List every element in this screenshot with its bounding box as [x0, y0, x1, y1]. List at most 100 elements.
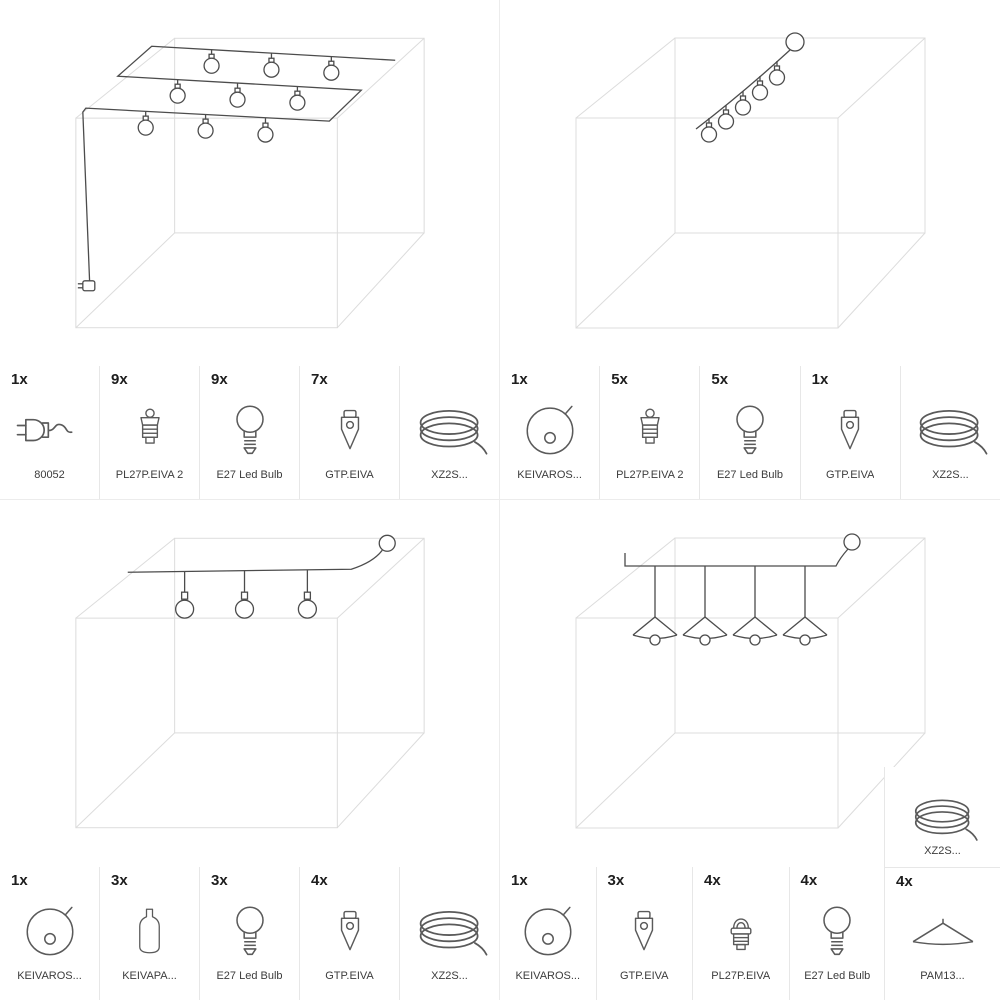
lamp-holder-icon: [132, 391, 168, 469]
part-label: KEIVAPA...: [122, 970, 177, 982]
part-label: E27 Led Bulb: [216, 970, 283, 982]
part-item: 4x PAM13...: [885, 867, 1000, 1000]
bulbs: [174, 591, 318, 619]
handle-holder-icon: [723, 892, 759, 970]
part-item: 1x KEIVAROS...: [500, 867, 596, 1000]
part-label: PL27P.EIVA 2: [616, 469, 684, 481]
part-item: 5x E27 Led Bulb: [699, 366, 799, 499]
plug-icon: [15, 391, 85, 469]
part-qty: 1x: [11, 371, 28, 388]
plug-shape: [82, 280, 96, 292]
part-label: GTP.EIVA: [825, 469, 875, 481]
part-item: 4x GTP.EIVA: [299, 867, 399, 1000]
bulbs: [700, 60, 786, 143]
room-cube-wireframe: [575, 537, 926, 829]
part-qty: 4x: [704, 872, 721, 889]
part-label: GTP.EIVA: [325, 970, 374, 982]
part-item: 9x E27 Led Bulb: [199, 366, 299, 499]
bulb-icon: [819, 892, 855, 970]
part-qty: [887, 770, 896, 792]
part-qty: 9x: [111, 371, 128, 388]
kit-card-zigzag-string-lights[interactable]: 1x 80052 9x PL27P.EIVA 2 9x E27 Led Bulb…: [0, 0, 500, 500]
part-label: KEIVAROS...: [517, 469, 582, 481]
part-item: 4x E27 Led Bulb: [788, 867, 886, 1000]
parts-row: 1x KEIVAROS... 3x KEIVAPA... 3x E27 Led …: [0, 867, 499, 1000]
part-label: GTP.EIVA: [619, 970, 669, 982]
part-item: 1x KEIVAROS...: [500, 366, 599, 499]
ceiling-rose-shape: [785, 32, 805, 52]
part-label: E27 Led Bulb: [216, 469, 283, 481]
part-item: 3x E27 Led Bulb: [199, 867, 299, 1000]
part-qty: 4x: [896, 873, 913, 890]
part-label: XZ2S...: [924, 845, 961, 855]
part-qty: 5x: [711, 371, 729, 388]
cable-coil-icon: [909, 391, 991, 469]
kit-card-three-pendants[interactable]: 1x KEIVAROS... 3x KEIVAPA... 3x E27 Led …: [0, 500, 500, 1000]
hook-icon: [627, 892, 661, 970]
hook-icon: [333, 391, 367, 469]
part-label: XZ2S...: [431, 469, 468, 481]
part-item: 3x GTP.EIVA: [595, 867, 693, 1000]
parts-row: 1x KEIVAROS... 5x PL27P.EIVA 2 5x E27 Le…: [500, 366, 1000, 499]
part-qty: 1x: [11, 872, 28, 889]
part-qty: 1x: [511, 872, 528, 889]
cable-coil-icon: [409, 892, 491, 970]
parts-row: 1x KEIVAROS... 3x GTP.EIVA 4x PL27P.EIVA…: [500, 867, 885, 1000]
part-item: XZ2S...: [899, 366, 1000, 499]
bulb-icon: [232, 391, 268, 469]
kit-card-four-shade-pendants[interactable]: 1x KEIVAROS... 3x GTP.EIVA 4x PL27P.EIVA…: [500, 500, 1000, 1000]
diagram-three-pendants: [75, 534, 425, 829]
part-label: E27 Led Bulb: [804, 970, 871, 982]
bulbs: [137, 48, 340, 143]
diagram-four-shade-pendants: [575, 533, 926, 829]
bottle-holder-icon: [136, 892, 163, 970]
part-qty: 1x: [511, 371, 528, 388]
diagram-zigzag-string-lights: [75, 37, 425, 329]
part-qty: 5x: [611, 371, 628, 388]
part-qty: [402, 369, 411, 391]
part-item: 9x PL27P.EIVA 2: [99, 366, 199, 499]
part-label: XZ2S...: [431, 970, 468, 982]
part-qty: 4x: [311, 872, 328, 889]
part-label: GTP.EIVA: [325, 469, 374, 481]
part-qty: [402, 870, 411, 892]
part-label: KEIVAROS...: [515, 970, 581, 982]
part-qty: 3x: [111, 872, 128, 889]
part-item: XZ2S...: [399, 366, 499, 499]
part-qty: 7x: [311, 371, 328, 388]
cable-coil-icon: [905, 792, 981, 845]
part-qty: 4x: [800, 872, 818, 889]
bulb-icon: [732, 391, 768, 469]
hook-icon: [333, 892, 367, 970]
light-string: [695, 32, 805, 130]
part-item: 5x PL27P.EIVA 2: [599, 366, 699, 499]
ceiling-rose-icon: [522, 391, 578, 469]
side-parts-column: XZ2S... 4x PAM13...: [884, 767, 1000, 1000]
part-item: XZ2S...: [399, 867, 499, 1000]
cable-coil-icon: [409, 391, 491, 469]
part-item: 1x KEIVAROS...: [0, 867, 99, 1000]
hook-icon: [833, 391, 867, 469]
part-qty: 9x: [211, 371, 228, 388]
ceiling-rose-icon: [520, 892, 576, 970]
part-item: 3x KEIVAPA...: [99, 867, 199, 1000]
room-cube-wireframe: [75, 537, 425, 829]
part-label: PAM13...: [920, 970, 965, 982]
part-label: 80052: [34, 469, 65, 481]
light-string: [77, 45, 396, 292]
part-label: PL27P.EIVA 2: [115, 469, 184, 481]
part-item: 7x GTP.EIVA: [299, 366, 399, 499]
ceiling-rose-shape: [843, 533, 861, 551]
ceiling-rose-icon: [22, 892, 78, 970]
part-item: 4x PL27P.EIVA: [692, 867, 789, 1000]
room-cube-wireframe: [575, 37, 926, 329]
kit-card-diagonal-garland[interactable]: 1x KEIVAROS... 5x PL27P.EIVA 2 5x E27 Le…: [500, 0, 1000, 500]
part-item: 1x 80052: [0, 366, 99, 499]
part-label: E27 Led Bulb: [716, 469, 784, 481]
bulb-icon: [232, 892, 268, 970]
part-qty: 1x: [811, 371, 829, 388]
diagram-diagonal-garland: [575, 32, 926, 329]
part-qty: [903, 369, 912, 391]
light-string: [624, 533, 861, 617]
